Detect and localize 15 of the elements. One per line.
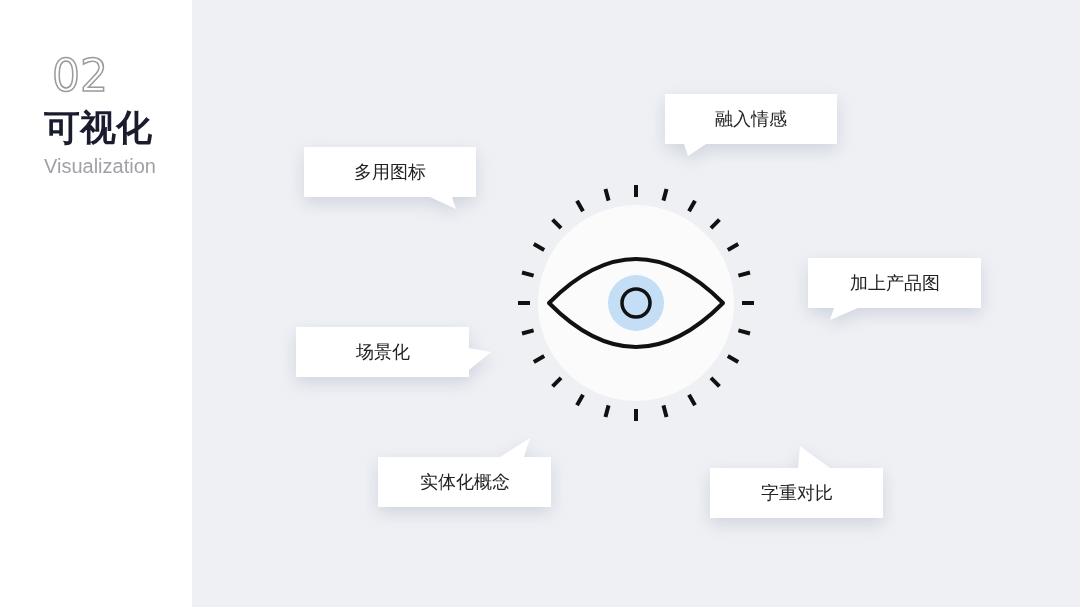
- speech-bubble: [296, 327, 491, 377]
- speech-bubble: [378, 438, 551, 507]
- bubble-text: 多用图标: [354, 160, 426, 184]
- bubble-text: 实体化概念: [419, 470, 510, 494]
- section-title: 可视化: [44, 110, 152, 146]
- bubble-text: 加上产品图: [849, 271, 940, 295]
- bubble-text: 字重对比: [760, 481, 833, 505]
- speech-bubble: [304, 147, 476, 209]
- section-subtitle: Visualization: [44, 156, 156, 176]
- speech-bubble: [710, 446, 883, 518]
- speech-bubble: [808, 258, 981, 320]
- section-number: 02: [52, 54, 108, 98]
- bubble-text: 场景化: [355, 340, 410, 364]
- speech-bubble: [665, 94, 837, 156]
- bubble-text: 融入情感: [715, 107, 787, 131]
